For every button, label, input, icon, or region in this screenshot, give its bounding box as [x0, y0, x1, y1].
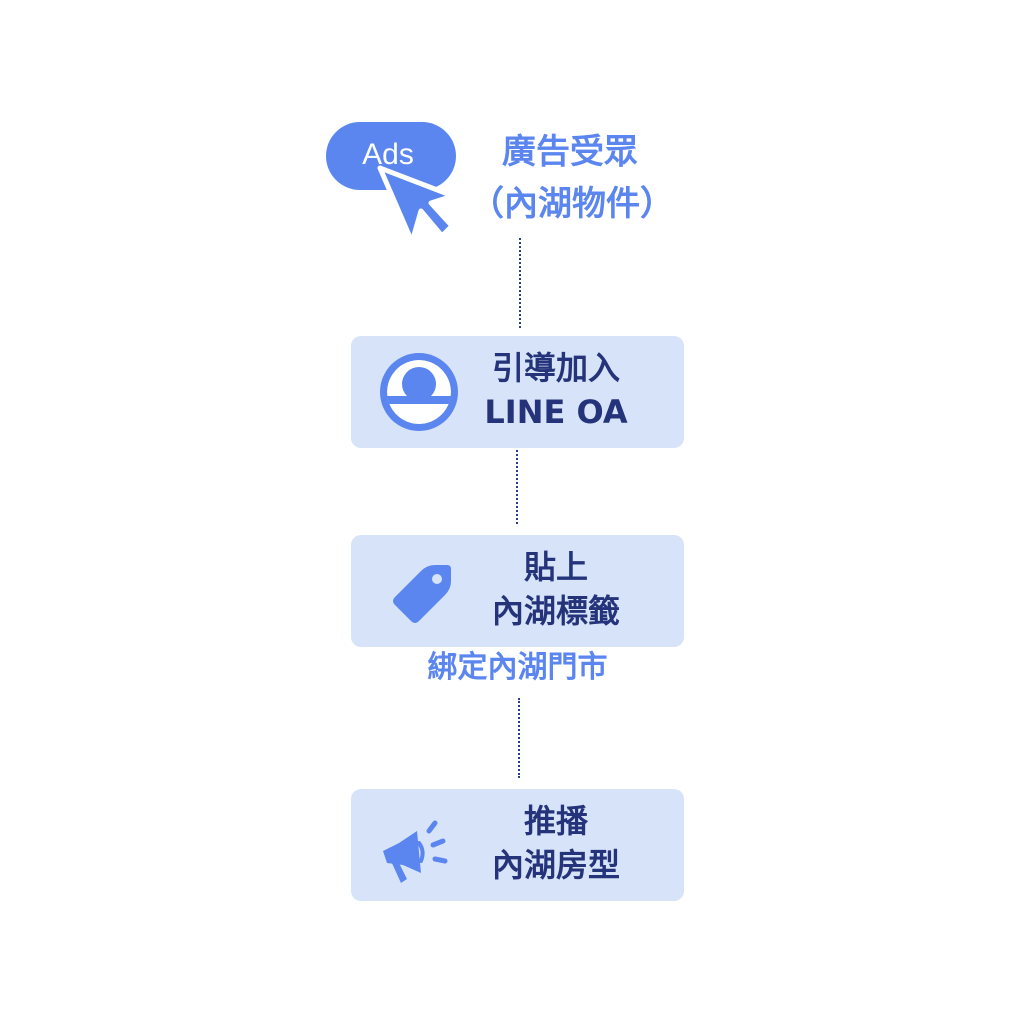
step-join-text: 引導加入 LINE OA: [471, 346, 641, 434]
step-push-line-1: 推播: [523, 802, 588, 840]
user-avatar-icon: [379, 352, 459, 436]
step-push-text: 推播 內湖房型: [471, 799, 641, 887]
step-tag-line-2: 內湖標籤: [491, 592, 620, 630]
ads-title-line-1: 廣告受眾: [502, 132, 638, 172]
step-join-line-oa: 引導加入 LINE OA: [351, 336, 684, 448]
price-tag-icon: [387, 559, 457, 633]
step-push-line-2: 內湖房型: [491, 846, 620, 884]
step-join-line-1: 引導加入: [491, 349, 620, 387]
step-join-line-2: LINE OA: [484, 393, 628, 431]
step-tag-text: 貼上 內湖標籤: [471, 545, 641, 633]
ads-audience-title: 廣告受眾 （內湖物件）: [470, 126, 674, 230]
ads-click-icon: Ads: [322, 118, 462, 248]
step-tag: 貼上 內湖標籤: [351, 535, 684, 647]
step-push: 推播 內湖房型: [351, 789, 684, 901]
ads-title-line-2: （內湖物件）: [470, 184, 674, 224]
connector-2: [516, 450, 518, 524]
connector-3: [518, 698, 520, 778]
ads-icon-label: Ads: [362, 138, 414, 171]
bind-store-caption: 綁定內湖門市: [427, 650, 608, 685]
step-tag-line-1: 貼上: [523, 548, 588, 586]
megaphone-icon: [377, 813, 457, 893]
connector-1: [519, 238, 521, 328]
